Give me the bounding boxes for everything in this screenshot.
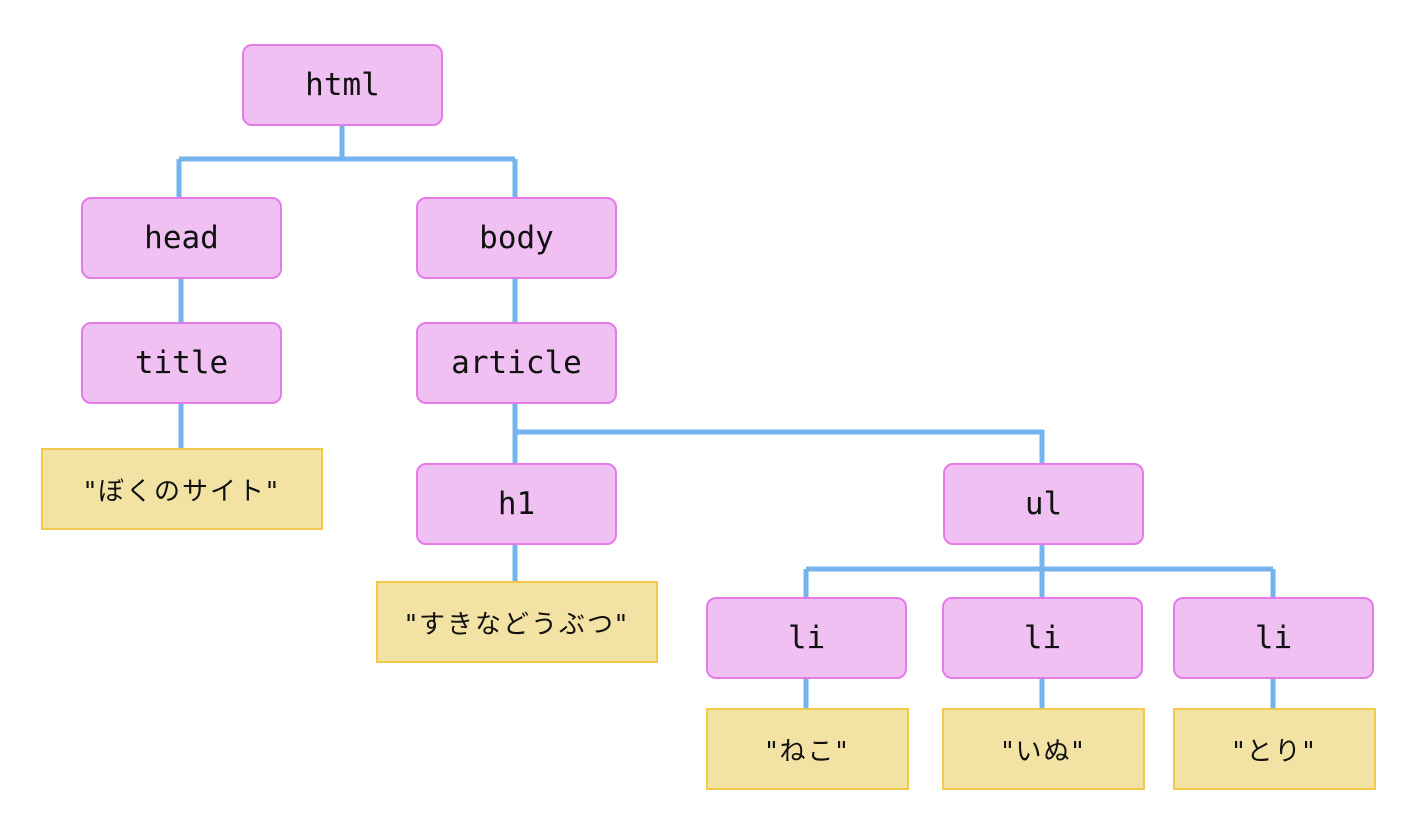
node-h1: h1 [416,463,617,545]
text-node-title: "ぼくのサイト" [41,448,323,530]
text-node-li-3: "とり" [1173,708,1376,790]
text-node-h1: "すきなどうぶつ" [376,581,658,663]
node-body: body [416,197,617,279]
node-title: title [81,322,282,404]
edge-article-children [512,404,1045,463]
text-node-li-2: "いぬ" [942,708,1145,790]
edge-html-children [176,126,518,197]
node-ul: ul [943,463,1144,545]
node-li-2: li [942,597,1143,679]
node-head: head [81,197,282,279]
node-article: article [416,322,617,404]
text-node-li-1: "ねこ" [706,708,909,790]
node-html: html [242,44,443,126]
node-li-3: li [1173,597,1374,679]
node-li-1: li [706,597,907,679]
edge-ul-children [803,545,1276,597]
